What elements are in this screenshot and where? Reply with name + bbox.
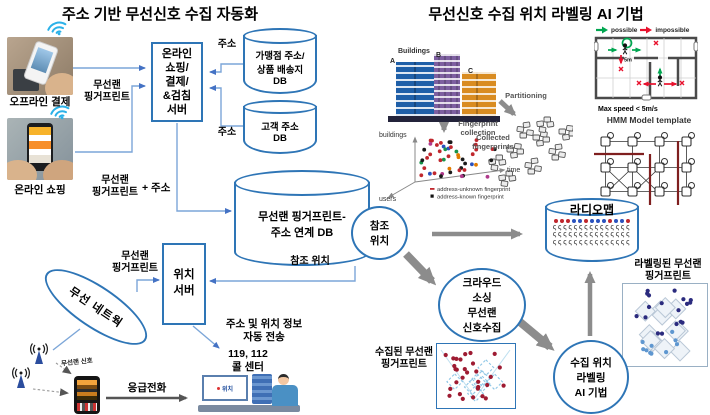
building-a bbox=[396, 62, 436, 116]
hmm-model-diagram bbox=[594, 127, 706, 207]
left-section-title: 주소 기반 무선신호 수집 자동화 bbox=[61, 6, 259, 23]
legend-unknown-label: address-unknown fingerprint bbox=[437, 187, 511, 193]
online-shopping-photo bbox=[7, 118, 73, 180]
emergency-call-label: 응급전화 bbox=[127, 382, 167, 394]
address-location-auto-label: 주소 및 위치 정보 자동 전송 bbox=[225, 318, 303, 343]
building-a-label: A bbox=[390, 58, 396, 65]
address-label-top: 주소 bbox=[217, 39, 237, 50]
axis-users-label: users bbox=[379, 196, 397, 203]
hmm-template-title: HMM Model template bbox=[606, 115, 692, 125]
radiomap-dots bbox=[554, 219, 630, 223]
operator-body bbox=[272, 385, 298, 406]
wlan-fingerprint-label-bottom: 무선랜 핑거프린트 bbox=[92, 175, 138, 199]
buildings-illustration: Buildings A B C bbox=[388, 48, 500, 122]
wlan-fingerprint-plus-address: 무선랜 핑거프린트 + 주소 bbox=[92, 175, 170, 199]
phone-screen bbox=[77, 380, 97, 400]
wifi-icon bbox=[44, 16, 70, 39]
antenna-icon bbox=[8, 366, 34, 392]
building-b-label: B bbox=[436, 52, 442, 59]
call-center-monitor: 위치 bbox=[202, 375, 248, 401]
online-shopping-caption: 온라인 쇼핑 bbox=[14, 184, 66, 196]
hand bbox=[43, 160, 73, 180]
impossible-label: impossible bbox=[655, 26, 690, 34]
floorplan-illustration: 5m bbox=[594, 30, 698, 102]
wireless-network-label: 무선 네트웍 bbox=[66, 285, 125, 331]
phone-keypad bbox=[77, 403, 97, 411]
reference-location-line-label: 참조 위치 bbox=[290, 256, 330, 267]
reference-location-circle: 참조 위치 bbox=[351, 206, 408, 260]
offline-payment-photo bbox=[7, 37, 73, 95]
wlan-fingerprint-address-db: 무선랜 핑거프린트- 주소 연계 DB bbox=[234, 170, 370, 266]
building-b bbox=[434, 54, 460, 116]
building-c bbox=[462, 72, 496, 116]
desk bbox=[198, 405, 300, 412]
five-m-label: 5m bbox=[624, 58, 632, 64]
monitor-location-text: 위치 bbox=[221, 386, 234, 393]
antenna-icon bbox=[26, 342, 52, 368]
emergency-phone bbox=[74, 376, 100, 414]
fingerprint-collection-label: Fingerprint collection bbox=[458, 119, 498, 138]
call-center-label: 119, 112 콜 센터 bbox=[228, 348, 268, 373]
collected-wlan-fp-label: 수집된 무선랜 핑거프린트 bbox=[375, 347, 433, 371]
partitioning-label: Partitioning bbox=[505, 91, 547, 100]
floorplan-legend: possible impossible bbox=[596, 26, 689, 34]
labeled-fingerprint-image bbox=[622, 283, 708, 367]
operator-head bbox=[278, 374, 289, 385]
building-c-label: C bbox=[468, 68, 474, 75]
server-rack bbox=[252, 374, 272, 404]
address-label-bottom: 주소 bbox=[217, 127, 237, 138]
axis-buildings-label: buildings bbox=[379, 132, 407, 139]
legend-known-label: address-known fingerprint bbox=[437, 195, 504, 201]
hand bbox=[45, 73, 73, 95]
collected-fingerprint-image bbox=[436, 343, 516, 409]
plus-address-label: + 주소 bbox=[142, 181, 171, 194]
offline-payment-caption: 오프라인 결제 bbox=[9, 96, 71, 108]
wlan-fingerprint-label-top: 무선랜 핑거프린트 bbox=[84, 80, 130, 104]
max-speed-label: Max speed < 5m/s bbox=[598, 106, 658, 113]
customer-address-db: 고객 주소 DB bbox=[243, 100, 317, 154]
wlan-fingerprint-label-mid: 무선랜 핑거프린트 bbox=[112, 251, 158, 275]
buildings-caption: Buildings bbox=[398, 48, 430, 55]
ai-labeling-circle: 수집 위치 라벨링 AI 기법 bbox=[553, 340, 629, 414]
possible-arrow-icon bbox=[596, 26, 608, 34]
alert-dot bbox=[216, 386, 220, 390]
partitioned-clusters bbox=[478, 112, 573, 190]
location-server-box: 위치 서버 bbox=[162, 243, 206, 325]
wlan-signal-label: 무선랜 신호 bbox=[60, 357, 94, 368]
online-shopping-server-box: 온라인 쇼핑/ 결제/ &검침 서버 bbox=[151, 42, 203, 122]
wifi-icon bbox=[47, 100, 73, 123]
call-center-illustration: 위치 bbox=[198, 372, 300, 412]
right-section-title: 무선신호 수집 위치 라벨링 AI 기법 bbox=[428, 6, 644, 23]
axis-time-label: time bbox=[507, 167, 520, 174]
crowdsourcing-circle: 크라우드 소싱 무선랜 신호수집 bbox=[438, 268, 526, 342]
labeled-wlan-fp-label: 라벨링된 무선랜 핑거프린트 bbox=[634, 259, 702, 283]
fingerprint-scatter-plot: buildings time users address-unknown fin… bbox=[375, 128, 525, 206]
possible-label: possible bbox=[611, 26, 638, 34]
merchant-address-db: 가맹점 주소/ 상품 배송지 DB bbox=[243, 28, 317, 94]
impossible-arrow-icon bbox=[640, 26, 653, 34]
collected-fingerprints-label: Collected fingerprints bbox=[472, 133, 514, 152]
hand bbox=[7, 160, 37, 180]
